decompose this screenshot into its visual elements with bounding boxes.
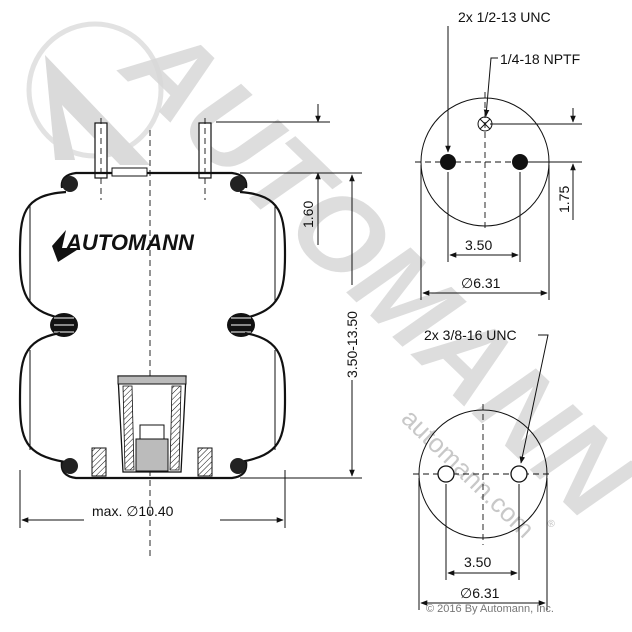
girdle-ring [50,313,255,337]
watermark: AUTOMANN automann.com [26,0,632,544]
watermark-logo-mark [45,55,150,165]
dimension-bead-height: 1.60 [216,104,330,245]
lower-bellow [18,331,287,464]
bottom-stud-left [91,447,107,477]
top-diameter-label: ∅6.31 [461,275,501,291]
dimension-max-diameter: max. ∅10.40 [19,470,286,528]
logo-mark-icon [52,230,80,262]
bottom-diameter-label: ∅6.31 [460,585,500,601]
top-plate-view: 2x 1/2-13 UNC 1/4-18 NPTF 1.75 3.50 ∅6.3… [415,9,582,300]
top-thread-label: 2x 1/2-13 UNC [458,9,551,25]
brand-logo: AUTOMANN [52,230,195,262]
bead-ring-left [62,176,78,192]
bottom-bead-plate [60,461,248,480]
top-spacing-label: 3.50 [465,237,492,253]
top-offset-label: 1.75 [556,186,572,213]
top-stud-right [198,118,212,200]
bead-ring-bottom-right [230,458,246,474]
height-range-label: 3.50-13.50 [344,311,360,378]
max-diameter-label: max. ∅10.40 [92,503,174,519]
bead-ring-bottom-left [62,458,78,474]
bead-ring-right [230,176,246,192]
top-stud-left [94,118,108,200]
bottom-plate-view: 2x 3/8-16 UNC 3.50 ∅6.31 [413,327,553,610]
bottom-thread-label: 2x 3/8-16 UNC [424,327,517,343]
side-view: AUTOMANN [18,118,287,560]
top-stud-hole-left [440,154,456,170]
bottom-hole-left [437,465,455,483]
top-bead-plate [60,171,248,189]
air-inlet-label: 1/4-18 NPTF [500,51,580,67]
bottom-spacing-label: 3.50 [464,554,491,570]
top-stud-hole-right [512,154,528,170]
logo-text: AUTOMANN [65,230,195,255]
bead-height-label: 1.60 [300,201,316,228]
air-fitting [111,167,148,177]
bumper [117,375,187,473]
bottom-stud-right [197,447,213,477]
bottom-hole-right [510,465,528,483]
trademark-mark: ® [547,518,557,530]
dimension-height-range: 3.50-13.50 [240,172,362,479]
copyright-text: © 2016 By Automann, Inc. [426,603,554,615]
upper-bellow [18,190,287,320]
